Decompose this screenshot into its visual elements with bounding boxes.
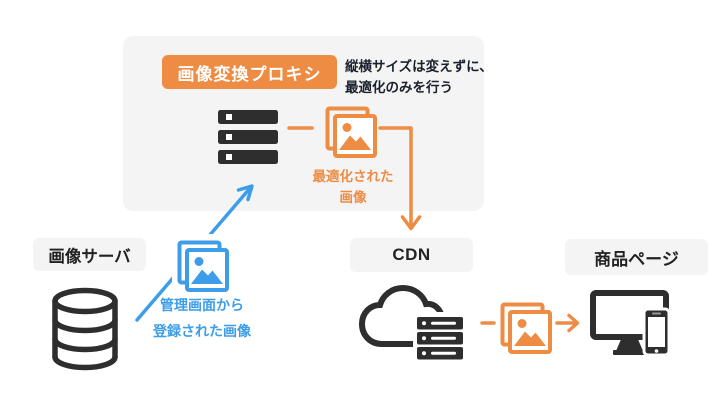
optimized-image-caption: 最適化された 画像 bbox=[293, 166, 413, 208]
cdn-cloud-server-icon bbox=[358, 284, 466, 362]
proxy-title-badge: 画像変換プロキシ bbox=[162, 55, 337, 89]
proxy-note: 縦横サイズは変えずに、 最適化のみを行う bbox=[345, 56, 493, 98]
optimized-image-icon bbox=[325, 106, 377, 158]
image-server-label: 画像サーバ bbox=[33, 238, 146, 271]
cdn-label: CDN bbox=[350, 238, 473, 272]
proxy-note-line2: 最適化のみを行う bbox=[345, 80, 453, 95]
registered-image-caption: 管理画面から 登録された画像 bbox=[140, 292, 264, 344]
proxy-note-line1: 縦横サイズは変えずに、 bbox=[345, 59, 493, 74]
proxy-server-icon bbox=[218, 110, 278, 164]
registered-caption-line2: 登録された画像 bbox=[153, 323, 251, 339]
registered-caption-line1: 管理画面から bbox=[160, 297, 244, 313]
delivery-arrow bbox=[555, 313, 580, 333]
optimized-caption-line2: 画像 bbox=[339, 190, 367, 205]
smartphone-icon bbox=[642, 307, 671, 357]
database-icon bbox=[52, 287, 118, 371]
registered-image-icon bbox=[177, 240, 229, 292]
proxy-to-cdn-arrow bbox=[378, 126, 422, 231]
product-page-label: 商品ページ bbox=[565, 239, 708, 275]
optimized-caption-line1: 最適化された bbox=[312, 169, 394, 184]
delivered-image-icon bbox=[500, 302, 552, 354]
